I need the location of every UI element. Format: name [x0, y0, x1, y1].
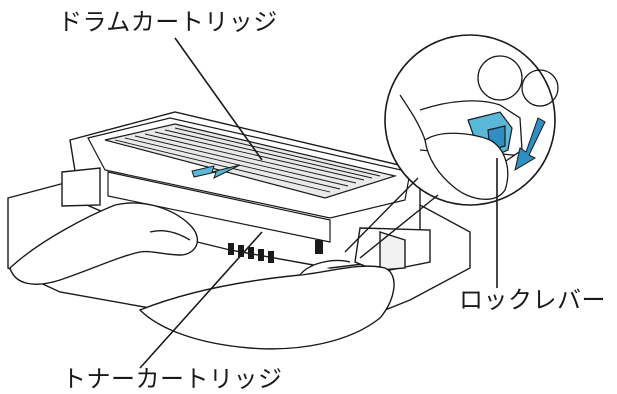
- zoom-hand: [424, 132, 509, 200]
- left-hand: [9, 202, 199, 285]
- slide-direction-arrow: [191, 164, 241, 179]
- lever-push-arrow: [514, 117, 546, 172]
- toner-cartridge: [87, 117, 411, 243]
- right-hand: [138, 259, 395, 350]
- zoom-connector: [344, 177, 439, 259]
- toner-cartridge-label: トナーカートリッジ: [62, 365, 283, 393]
- leader-drum: [174, 37, 263, 161]
- gear-strip: [228, 240, 323, 263]
- leader-toner: [139, 231, 263, 369]
- lock-lever-label: ロックレバー: [459, 286, 606, 314]
- drum-cartridge-label: ドラムカートリッジ: [58, 8, 278, 36]
